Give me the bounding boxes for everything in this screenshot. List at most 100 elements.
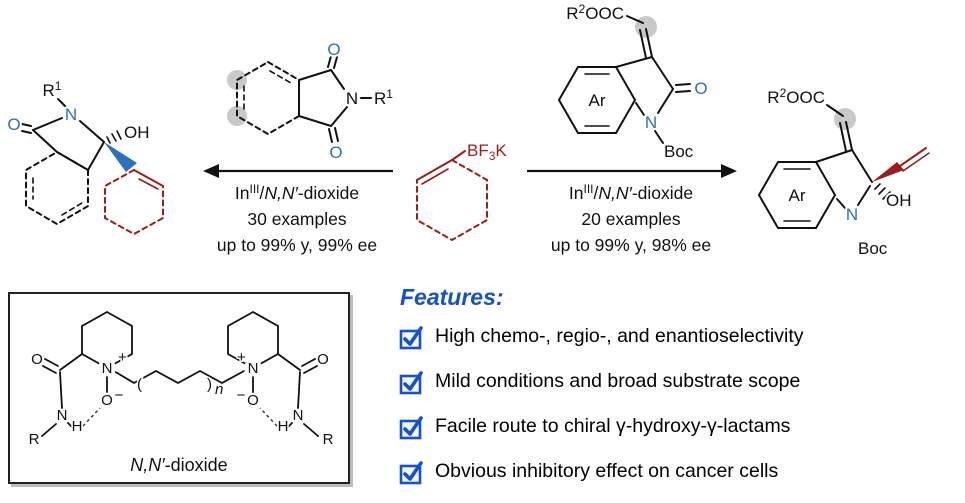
bond [59, 353, 83, 371]
carbonyl-double-bond [328, 128, 333, 143]
bond [32, 117, 63, 131]
carbonyl-double-bond [303, 365, 318, 374]
r2ooc-label: R2OOC [566, 2, 624, 23]
subscript-3: 3 [489, 149, 496, 163]
feature-item: Obvious inhibitory effect on cancer cell… [398, 458, 960, 486]
ar-label: Ar [589, 91, 606, 110]
alkene-bond [416, 159, 453, 181]
r1-base: R [374, 89, 386, 108]
left-reaction-arrow: InIII/N,N′-dioxide 30 examples up to 99%… [203, 164, 393, 255]
carbonyl-double-bond [333, 56, 338, 69]
bond [61, 202, 83, 216]
n-atom-label: N [293, 407, 304, 424]
n-atom-label: N [846, 205, 858, 224]
bf3k-label: BF3K [467, 141, 507, 163]
plus-label: + [118, 349, 127, 366]
alkene-bond [133, 169, 164, 187]
o-atom-label: O [101, 392, 113, 409]
o-atom-label: O [329, 143, 342, 162]
bond [56, 151, 89, 171]
catalyst-label-nn: N,N′ [130, 455, 165, 475]
nn-italic: N,N′ [598, 183, 632, 203]
oxindole-structure: Ar R2OOC O N Boc [557, 0, 710, 163]
checkbox-icon [399, 416, 423, 440]
n-atom-label: N [248, 360, 259, 377]
minus-label: − [115, 387, 124, 404]
bond [626, 15, 644, 24]
bond [269, 70, 292, 84]
hash-bond [874, 183, 881, 190]
allyl-trifluoroborate-reagent: BF3K [416, 139, 509, 242]
bond [451, 150, 466, 161]
slash: / [260, 183, 265, 203]
phthalimide-structure: O O N R1 [227, 38, 395, 164]
r-group-label: R [29, 431, 40, 448]
r1-sup: 1 [386, 87, 393, 101]
result-line: up to 99% y, 99% ee [217, 235, 377, 255]
stereo-wedge [104, 142, 137, 172]
atom-halo [98, 359, 116, 377]
catalyst-box: N + N + O − O − ( ) n O N H R O N H R N,… [8, 292, 350, 484]
h-atom-label: H [72, 418, 83, 435]
carbonyl-double-bond [675, 83, 691, 86]
checkbox-icon [399, 326, 423, 350]
nn-italic: N,N′ [264, 183, 298, 203]
conditions-line: InIII/N,N′-dioxide [569, 182, 693, 203]
ooc-part: OOC [585, 4, 624, 23]
alkene-bond [839, 122, 847, 152]
arrow-head [721, 164, 737, 178]
n-atom-label: N [65, 105, 77, 124]
left-product-structure: O N R1 OH [5, 77, 164, 236]
minus-label: − [237, 387, 246, 404]
carbonyl-double-bond [327, 55, 332, 68]
n-atom-label: N [102, 360, 113, 377]
examples-line: 30 examples [247, 209, 346, 229]
alkene-bond [645, 28, 653, 58]
carbonyl-double-bond [21, 130, 32, 134]
paren-close: ) [207, 376, 212, 393]
bond [297, 371, 301, 409]
dioxide-text: -dioxide [632, 183, 693, 203]
o-atom-label: O [247, 392, 259, 409]
feature-item: Mild conditions and broad substrate scop… [398, 368, 960, 396]
bond [59, 371, 63, 409]
catalyst-metal: In [569, 183, 584, 203]
catalyst-structure: N + N + O − O − ( ) n O N H R O N H R [27, 310, 335, 448]
carbocycle-ring [416, 159, 488, 242]
bond [330, 69, 345, 90]
bond [57, 98, 67, 108]
carbonyl-double-bond [301, 358, 316, 367]
paren-open: ( [137, 376, 142, 393]
bf-part: BF [467, 141, 489, 160]
feature-text: Mild conditions and broad substrate scop… [435, 370, 801, 393]
dioxide-text: -dioxide [298, 183, 359, 203]
r2-sup: 2 [579, 2, 586, 16]
benzene-ring [236, 60, 300, 136]
arrow-head [203, 164, 219, 178]
r2-base: R [566, 4, 578, 23]
bond [79, 120, 105, 143]
plus-label: + [237, 349, 246, 366]
hydrogen-bond [82, 407, 101, 427]
ar-label: Ar [789, 186, 806, 205]
r2-sup: 2 [780, 86, 787, 100]
hash-bond [116, 130, 122, 140]
right-product-structure: Ar R2OOC OH N Boc [757, 84, 930, 260]
r1-label: R1 [43, 79, 62, 100]
conditions-line: InIII/N,N′-dioxide [235, 182, 359, 203]
allyl-wedge [872, 162, 904, 182]
hydrogen-bond [259, 407, 278, 427]
catalyst-label: N,N′-dioxide [10, 455, 348, 476]
hash-bond [878, 187, 886, 195]
o-atom-label: O [7, 115, 20, 134]
carbonyl-double-bond [675, 90, 691, 93]
n-atom-label: N [346, 89, 358, 108]
alkyl-linker [113, 369, 245, 385]
r1-label: R1 [374, 87, 393, 108]
bond [41, 423, 57, 437]
r-group-label: R [323, 431, 334, 448]
right-reaction-arrow: InIII/N,N′-dioxide 20 examples up to 99%… [527, 164, 737, 255]
alkene-bond [899, 147, 927, 167]
alkene-bond [845, 121, 853, 151]
bond [654, 130, 664, 144]
